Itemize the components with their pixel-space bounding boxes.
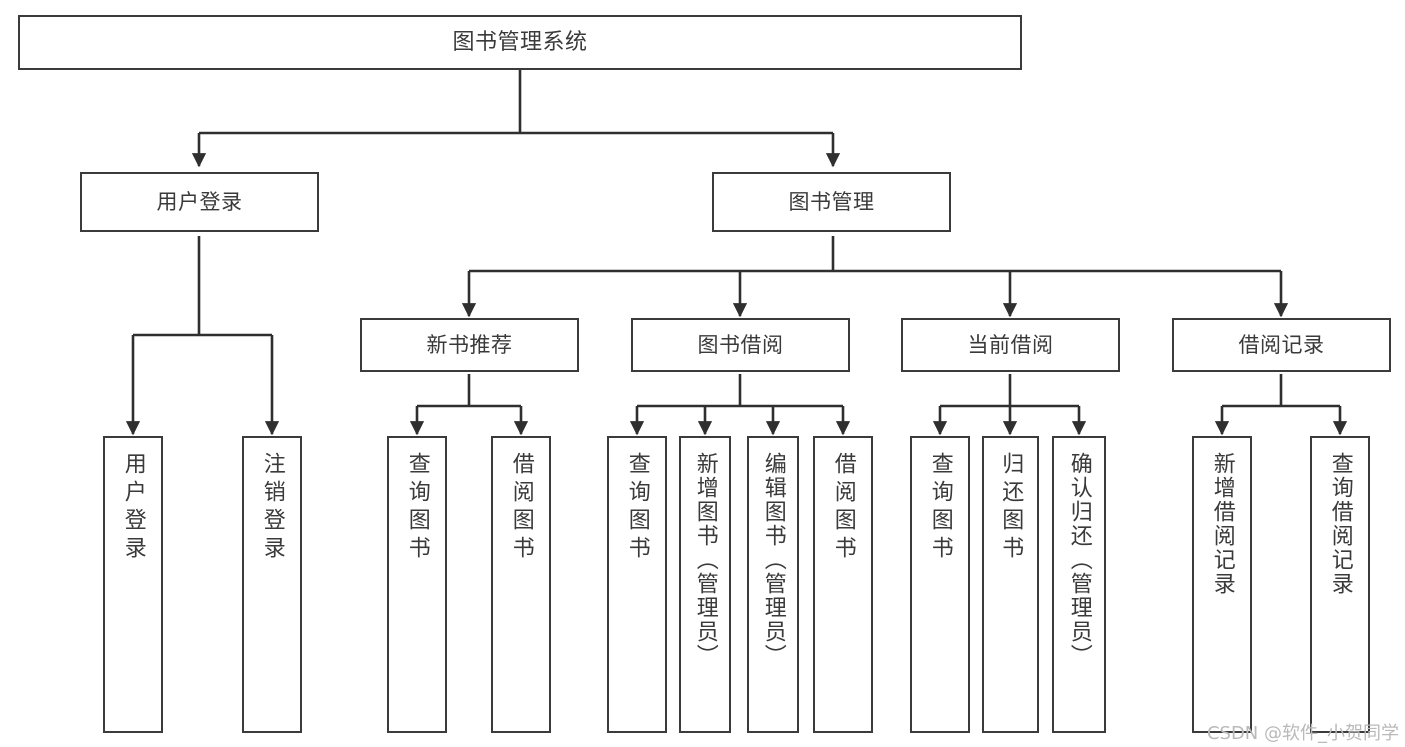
node-label: 新书推荐 <box>426 332 513 357</box>
node-new-book-recommendation[interactable]: 新书推荐 <box>360 318 579 372</box>
node-label: 借阅图书 <box>508 452 534 564</box>
node-label: 查询图书 <box>404 452 430 564</box>
node-root-library-management-system[interactable]: 图书管理系统 <box>18 15 1022 70</box>
node-label: 查询图书 <box>624 452 650 564</box>
leaf-current-borrow-return-book[interactable]: 归还图书 <box>982 436 1039 733</box>
node-label: 编辑图书（管理员） <box>760 452 786 668</box>
node-current-borrow[interactable]: 当前借阅 <box>901 318 1120 372</box>
node-label: 注销登录 <box>259 452 285 564</box>
node-label: 图书借阅 <box>697 332 784 357</box>
leaf-book-borrow-borrow-book[interactable]: 借阅图书 <box>813 436 873 733</box>
node-label: 借阅图书 <box>830 452 856 564</box>
leaf-current-borrow-query-book[interactable]: 查询图书 <box>910 436 970 733</box>
node-label: 新增图书（管理员） <box>692 452 718 668</box>
leaf-user-login-logout[interactable]: 注销登录 <box>242 436 302 733</box>
leaf-book-borrow-edit-book-admin[interactable]: 编辑图书（管理员） <box>747 436 799 733</box>
node-label: 用户登录 <box>156 189 243 214</box>
node-label: 确认归还（管理员） <box>1066 452 1092 668</box>
node-book-management[interactable]: 图书管理 <box>712 172 951 232</box>
node-user-login[interactable]: 用户登录 <box>80 172 319 232</box>
leaf-new-book-borrow-book[interactable]: 借阅图书 <box>491 436 551 733</box>
node-label: 用户登录 <box>120 452 146 564</box>
node-label: 当前借阅 <box>967 332 1054 357</box>
node-label: 归还图书 <box>998 452 1024 564</box>
leaf-borrow-records-query-record[interactable]: 查询借阅记录 <box>1310 436 1370 733</box>
node-book-borrow[interactable]: 图书借阅 <box>631 318 850 372</box>
node-label: 新增借阅记录 <box>1209 452 1235 596</box>
leaf-book-borrow-query-book[interactable]: 查询图书 <box>607 436 667 733</box>
leaf-current-borrow-confirm-return-admin[interactable]: 确认归还（管理员） <box>1052 436 1106 733</box>
leaf-user-login-login[interactable]: 用户登录 <box>103 436 163 733</box>
node-label: 查询借阅记录 <box>1327 452 1353 596</box>
csdn-watermark: CSDN @软件_小贺同学 <box>1206 723 1399 744</box>
node-borrow-records[interactable]: 借阅记录 <box>1172 318 1391 372</box>
node-label: 图书管理 <box>788 189 875 214</box>
leaf-new-book-query-book[interactable]: 查询图书 <box>387 436 447 733</box>
leaf-borrow-records-add-record[interactable]: 新增借阅记录 <box>1192 436 1252 733</box>
node-label: 借阅记录 <box>1238 332 1325 357</box>
node-label: 查询图书 <box>927 452 953 564</box>
node-label: 图书管理系统 <box>452 29 588 55</box>
leaf-book-borrow-add-book-admin[interactable]: 新增图书（管理员） <box>679 436 731 733</box>
